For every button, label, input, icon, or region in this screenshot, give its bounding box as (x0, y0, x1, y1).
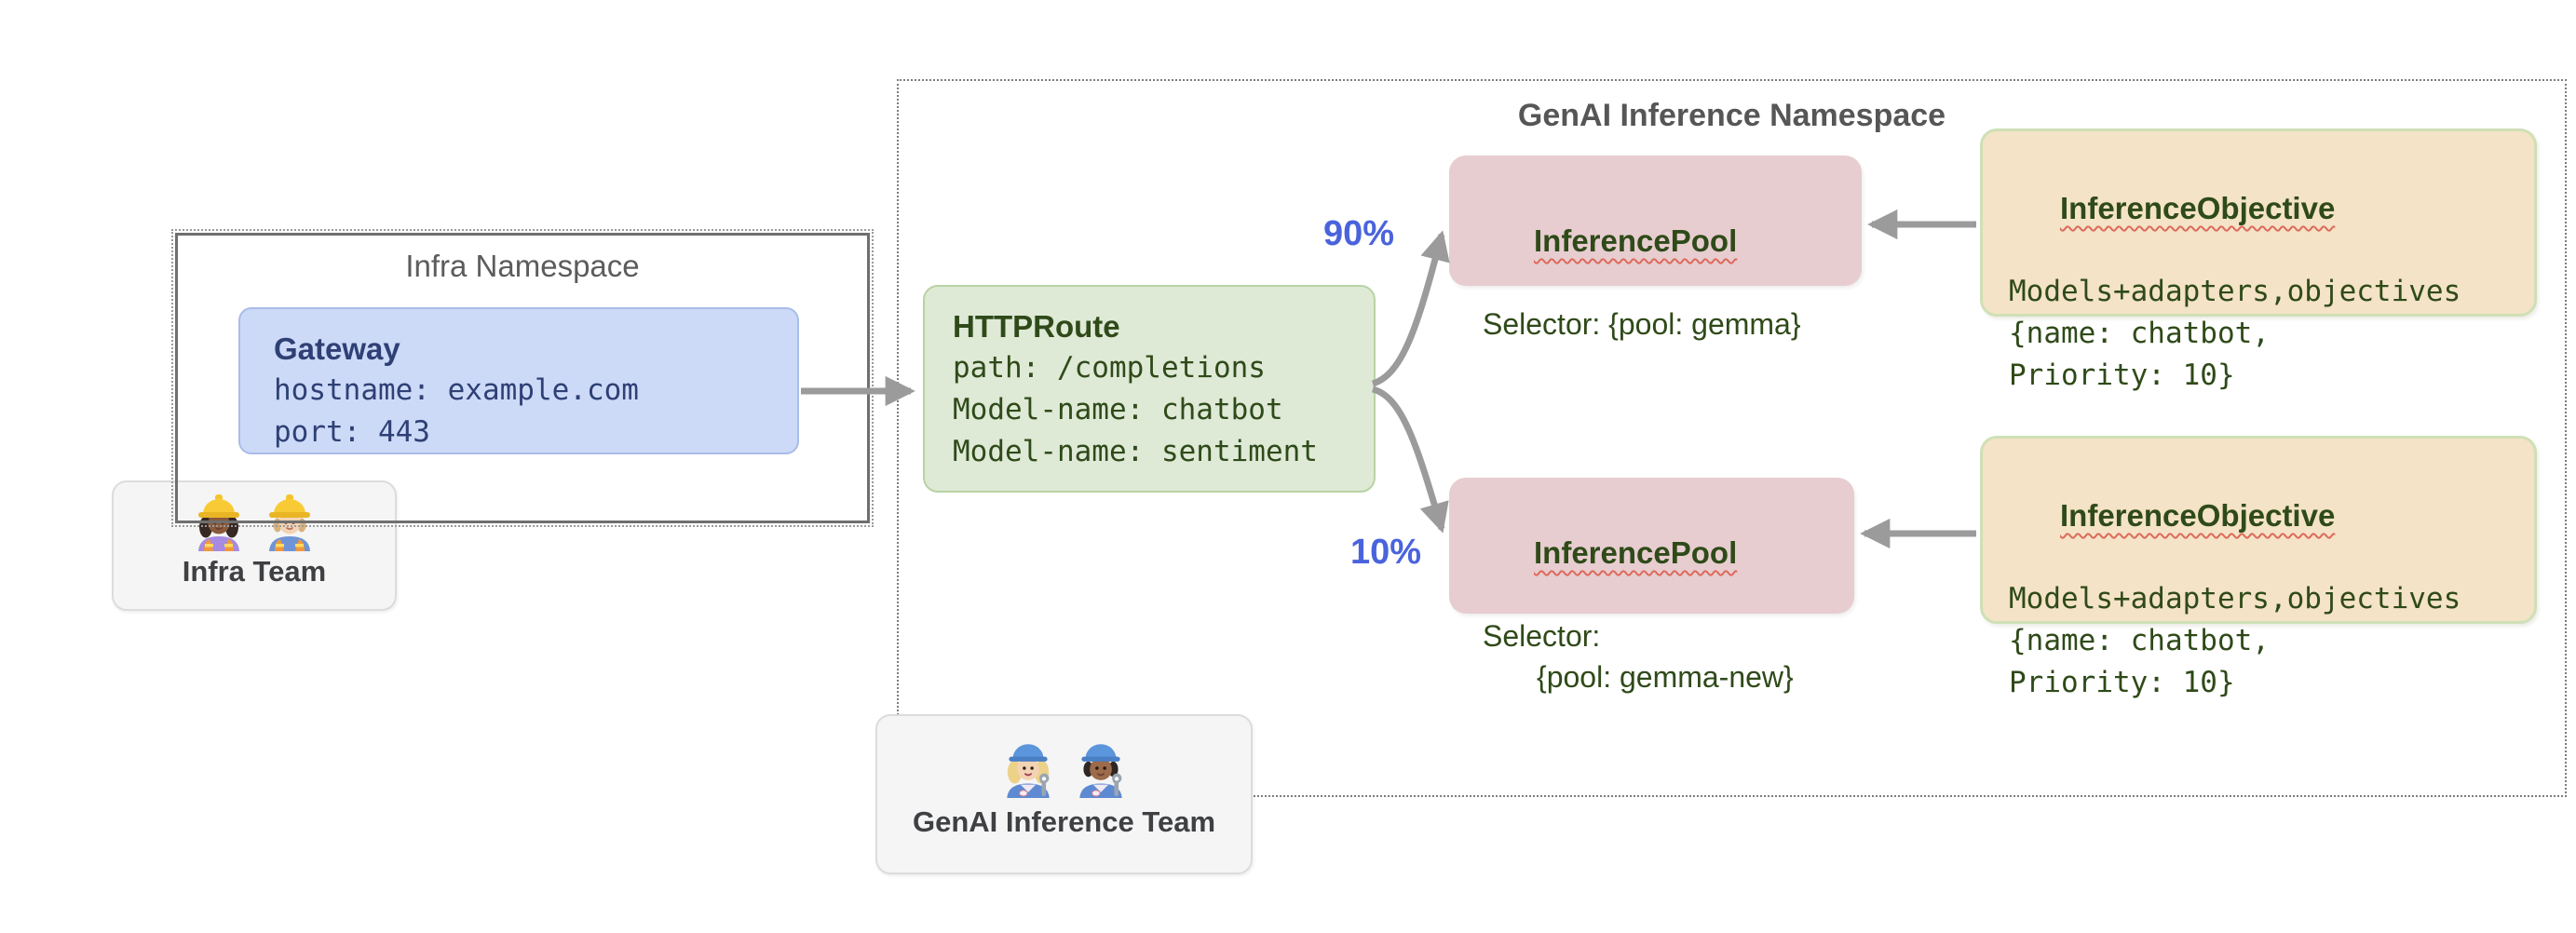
inferenceobjective-top-title: InferenceObjective (2060, 191, 2336, 225)
inferenceobjective-top-node: InferenceObjective Models+adapters,objec… (1980, 128, 2537, 392)
inferenceobjective-top-line3: Priority: 10} (2009, 358, 2235, 392)
infra-team-icons (192, 492, 317, 551)
traffic-split-10-label: 10% (1349, 533, 1422, 572)
genai-namespace-title: GenAI Inference Namespace (1517, 98, 1946, 133)
infra-namespace-title: Infra Namespace (405, 249, 640, 283)
inferencepool-gemma-new-selector-value: {pool: gemma-new} (1537, 660, 1794, 694)
inferencepool-gemma-new-selector: Selector: (1483, 619, 1601, 653)
inferenceobjective-bottom-line2: {name: chatbot, (2009, 624, 2270, 657)
gateway-node: Gateway hostname: example.com port: 443 (238, 307, 799, 454)
httproute-title: HTTPRoute (953, 309, 1120, 344)
woman-mechanic-icon (1006, 744, 1050, 798)
httproute-path: path: /completions (953, 351, 1266, 385)
httproute-node: HTTPRoute path: /completions Model-name:… (923, 285, 1376, 493)
inferenceobjective-bottom-line1: Models+adapters,objectives (2009, 582, 2461, 615)
genai-team-label: GenAI Inference Team (912, 805, 1216, 838)
gateway-hostname: hostname: example.com (274, 373, 639, 407)
httproute-model-sentiment: Model-name: sentiment (953, 435, 1318, 468)
gateway-title: Gateway (274, 331, 400, 366)
man-mechanic-icon (1078, 744, 1122, 798)
man-construction-worker-icon (269, 494, 310, 551)
genai-team-icons (1000, 737, 1129, 798)
infra-team-label: Infra Team (182, 555, 327, 588)
genai-namespace-container: GenAI Inference Namespace (897, 79, 2567, 797)
inferenceobjective-bottom-line3: Priority: 10} (2009, 666, 2235, 699)
woman-construction-worker-icon (198, 494, 239, 551)
inferencepool-gemma-title: InferencePool (1534, 223, 1738, 258)
inferencepool-gemma-new-title: InferencePool (1534, 535, 1738, 570)
infra-team-card: Infra Team (112, 480, 397, 611)
gateway-port: port: 443 (274, 415, 430, 449)
inferencepool-gemma-node: InferencePool Selector: {pool: gemma} (1449, 156, 1862, 341)
httproute-model-chatbot: Model-name: chatbot (953, 393, 1283, 426)
traffic-split-90-label: 90% (1322, 214, 1395, 253)
inferenceobjective-top-line1: Models+adapters,objectives (2009, 275, 2461, 308)
inferenceobjective-top-line2: {name: chatbot, (2009, 317, 2270, 350)
genai-team-card: GenAI Inference Team (875, 714, 1253, 874)
inferencepool-gemma-selector: Selector: {pool: gemma} (1483, 307, 1801, 341)
inferenceobjective-bottom-node: InferenceObjective Models+adapters,objec… (1980, 436, 2537, 699)
inferenceobjective-bottom-title: InferenceObjective (2060, 498, 2336, 533)
inferencepool-gemma-new-node: InferencePool Selector: {pool: gemma-new… (1449, 478, 1854, 694)
